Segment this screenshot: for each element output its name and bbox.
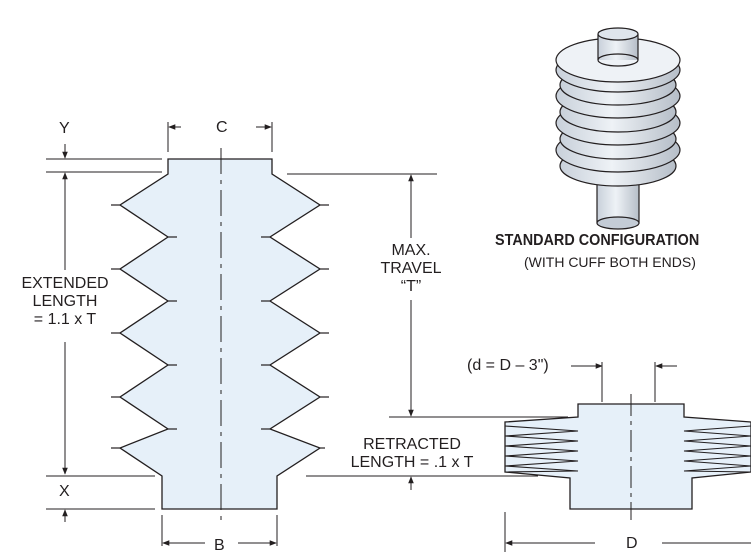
extended-fold-ticks (111, 204, 329, 449)
extended-bellows-body (118, 158, 322, 510)
label-max-travel: MAX. TRAVEL “T” (370, 242, 452, 296)
retracted-zigzag (504, 425, 751, 473)
label-max-travel-line-3: “T” (400, 278, 422, 295)
label-y: Y (59, 120, 70, 138)
caption-title: STANDARD CONFIGURATION (495, 232, 700, 249)
label-retracted-length: RETRACTED LENGTH = .1 x T (325, 436, 499, 472)
label-extended-length: EXTENDED LENGTH = 1.1 x T (5, 275, 125, 329)
label-d-formula: (d = D – 3") (467, 357, 549, 375)
label-extended-line-2: LENGTH (32, 293, 98, 310)
retracted-bellows (504, 394, 751, 520)
bellows-3d-illustration (555, 27, 681, 230)
label-c: C (214, 119, 230, 137)
label-retracted-line-2: LENGTH = .1 x T (350, 454, 474, 471)
label-b: B (212, 537, 227, 555)
label-retracted-line-1: RETRACTED (363, 436, 461, 453)
label-x: X (59, 483, 70, 501)
label-extended-line-1: EXTENDED (21, 275, 109, 292)
label-max-travel-line-1: MAX. (391, 242, 431, 259)
label-d-upper: D (623, 535, 641, 553)
dimension-lines (46, 122, 751, 552)
caption-subtitle: (WITH CUFF BOTH ENDS) (524, 254, 696, 270)
label-max-travel-line-2: TRAVEL (380, 260, 442, 277)
label-extended-line-3: = 1.1 x T (33, 311, 97, 328)
extended-bellows (111, 148, 329, 520)
retracted-bellows-body (504, 403, 751, 510)
